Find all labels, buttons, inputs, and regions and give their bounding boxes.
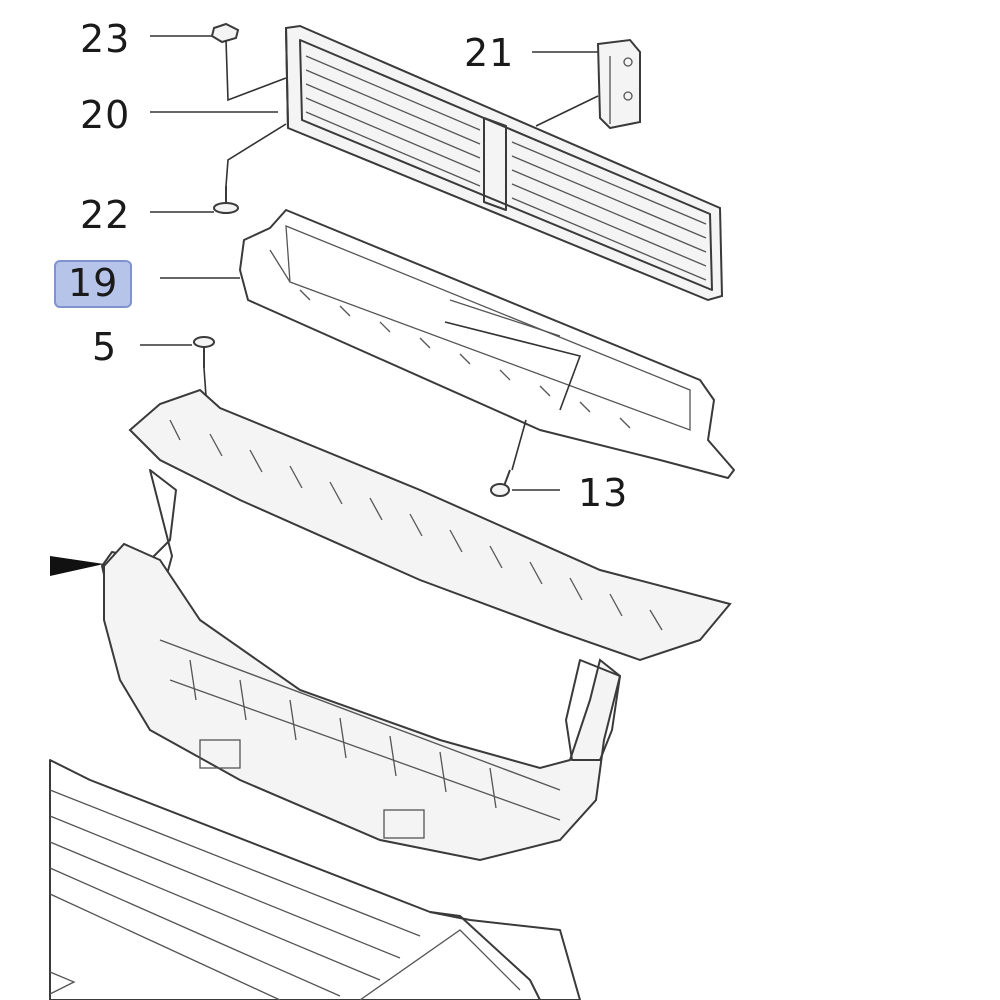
callout-23[interactable]: 23 [80, 17, 131, 61]
leader-lines [140, 35, 599, 491]
callout-5[interactable]: 5 [92, 325, 118, 369]
fastener-22 [213, 186, 239, 214]
callout-22[interactable]: 22 [80, 193, 131, 237]
bumper-support [101, 388, 732, 862]
callout-21[interactable]: 21 [464, 31, 515, 75]
callout-20[interactable]: 20 [80, 93, 131, 137]
callout-13[interactable]: 13 [578, 471, 629, 515]
fastener-23 [210, 22, 240, 44]
lower-grille [49, 759, 581, 1000]
shutter-assembly [284, 24, 724, 302]
view-direction-arrow [50, 556, 104, 576]
actuator [596, 38, 641, 130]
callout-19[interactable]: 19 [54, 260, 133, 308]
deflector-frame [239, 209, 735, 479]
fastener-13 [490, 469, 511, 497]
fastener-5 [193, 336, 215, 368]
